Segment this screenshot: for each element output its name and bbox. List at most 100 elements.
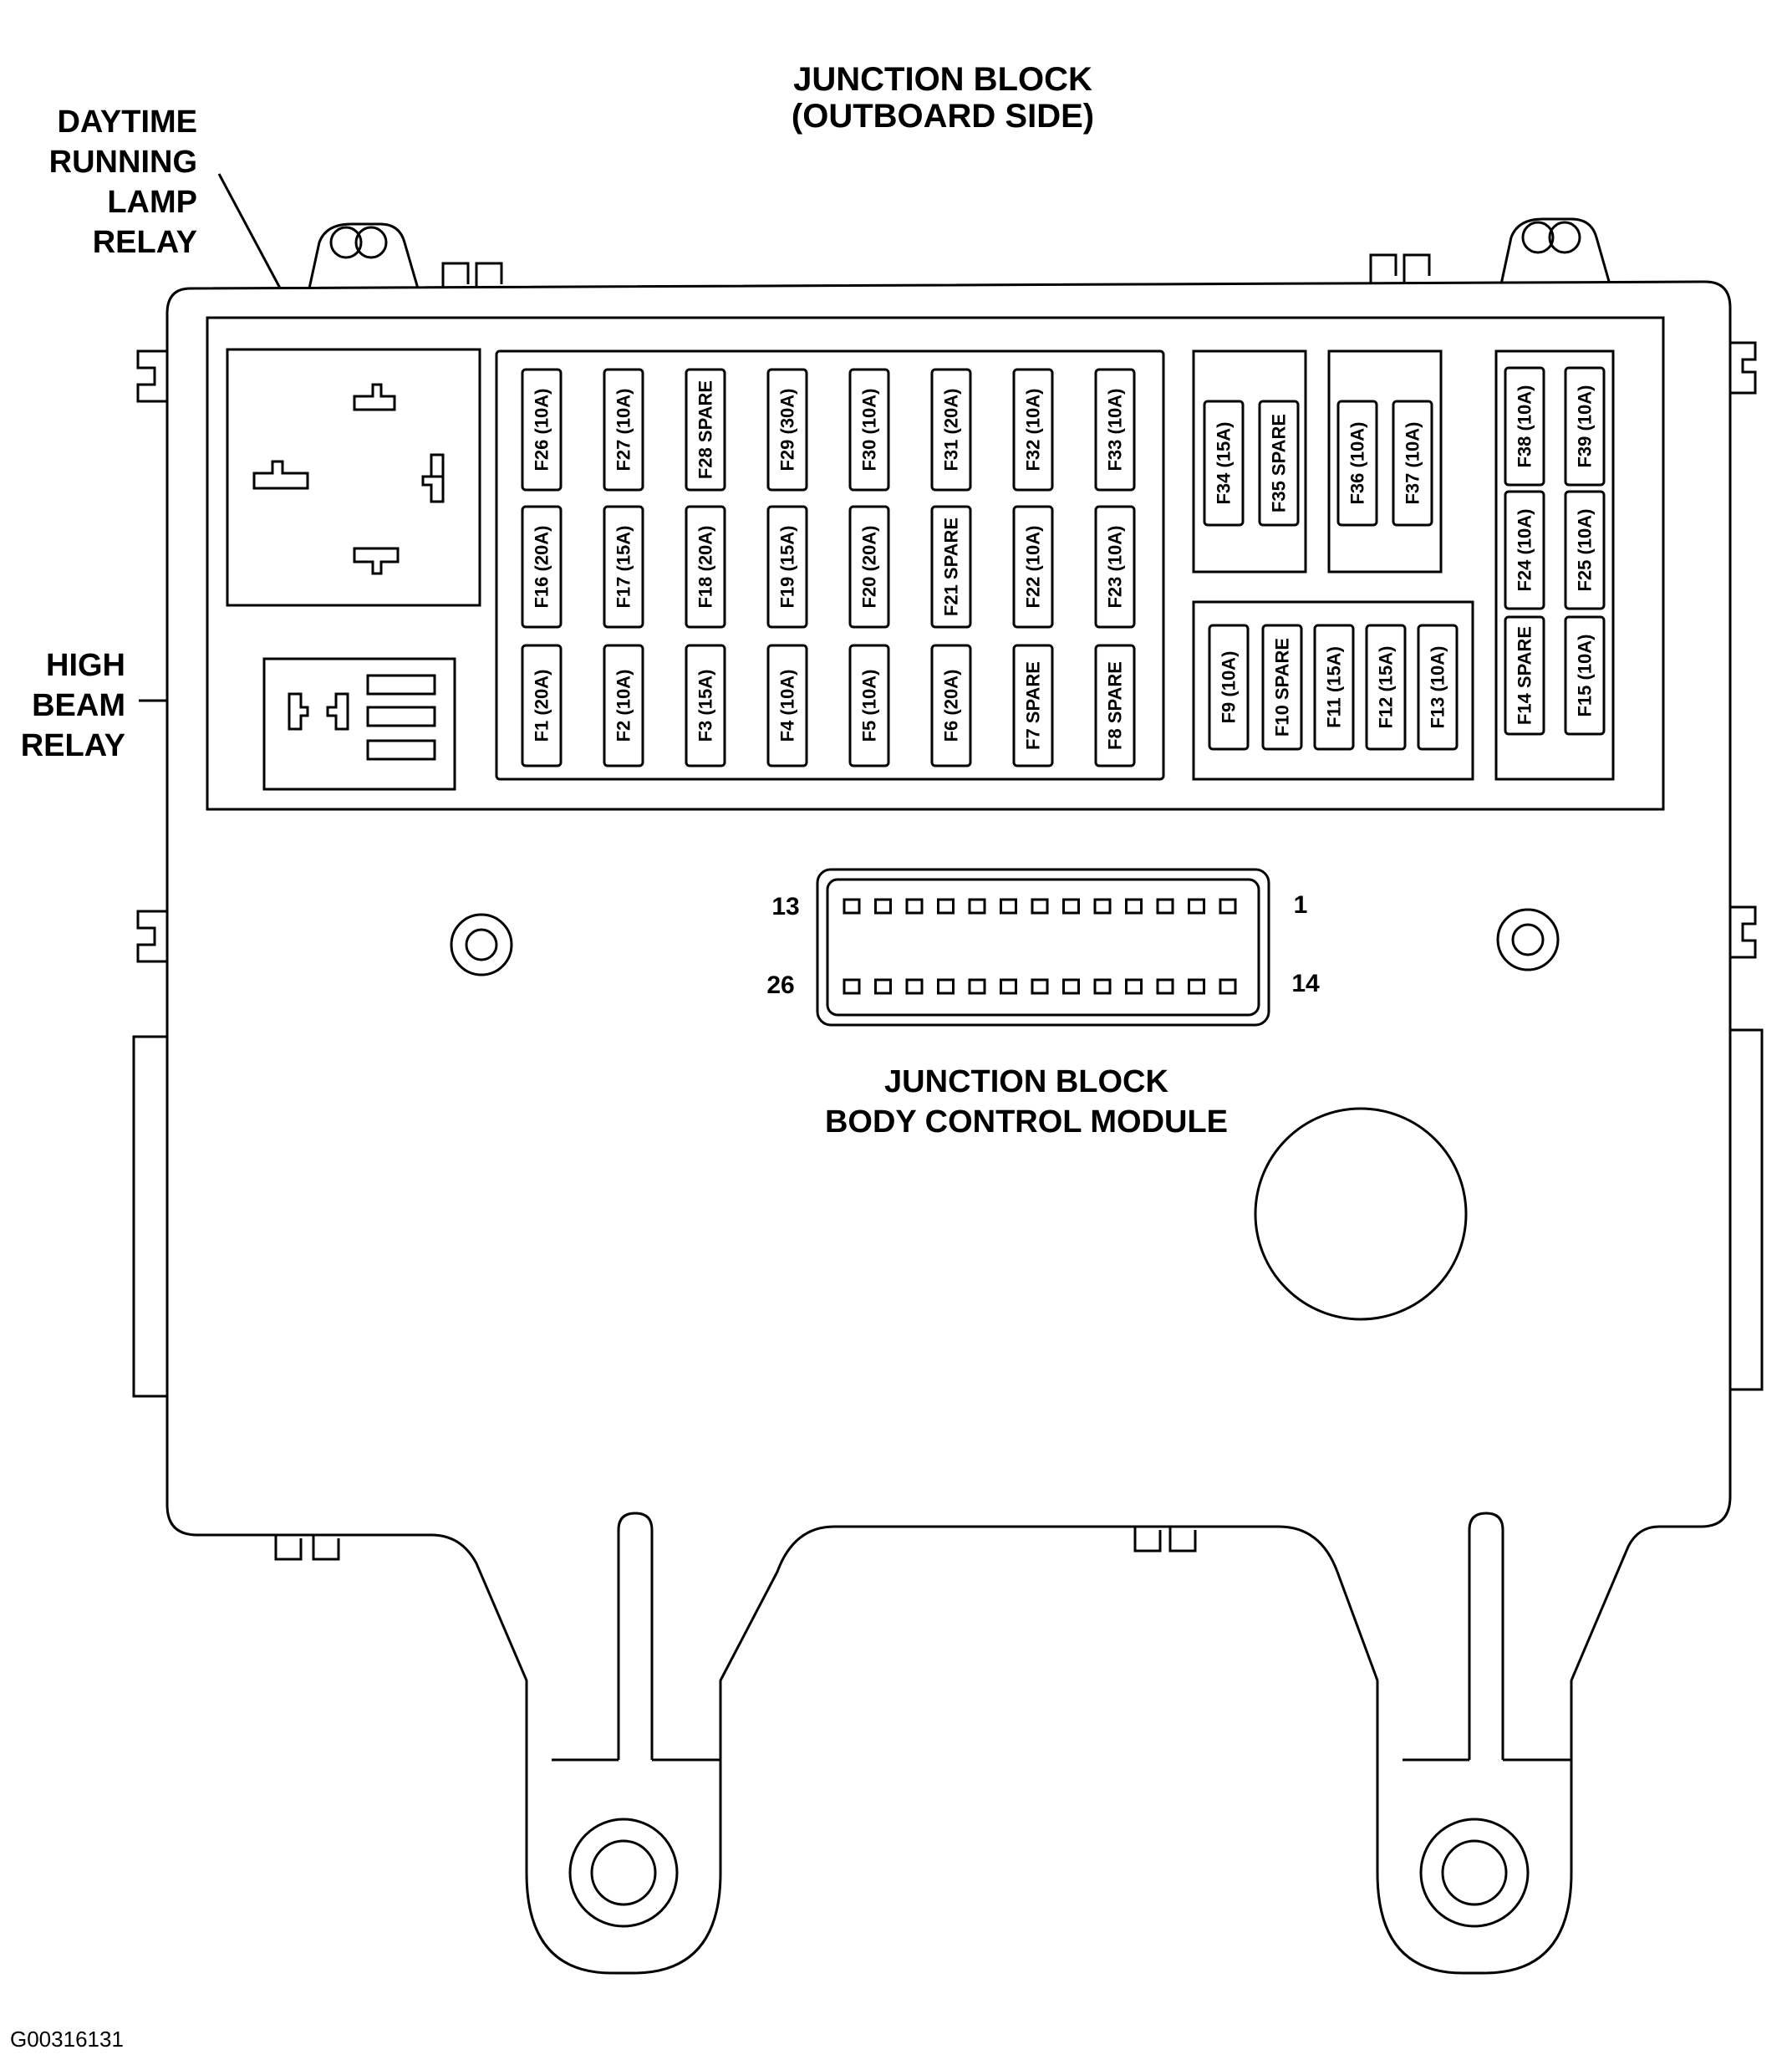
connector-pin (843, 978, 861, 995)
connector-pin (874, 898, 892, 915)
connector-pin (905, 978, 924, 995)
fuse-label: F34 (15A) (1214, 421, 1235, 504)
fuse-label: F6 (20A) (941, 670, 962, 742)
fuse-label: F15 (10A) (1575, 634, 1596, 716)
pin-label-14: 14 (1291, 970, 1320, 997)
fuse-f31: F31 (20A) (930, 368, 972, 492)
fuse-label: F38 (10A) (1515, 385, 1535, 467)
connector-pin (1125, 898, 1143, 915)
fuse-label: F5 (10A) (859, 670, 880, 742)
fuse-body (603, 505, 644, 629)
fuse-f19: F19 (15A) (766, 505, 808, 629)
fuse-f24: F24 (10A) (1504, 490, 1545, 610)
fuse-label: F36 (10A) (1347, 421, 1368, 504)
pin-label-13: 13 (771, 893, 799, 920)
fuse-f30: F30 (10A) (848, 368, 890, 492)
fuse-f17: F17 (15A) (603, 505, 644, 629)
fuse-label: F25 (10A) (1575, 508, 1596, 591)
fuse-body (1012, 644, 1054, 767)
connector-pin (968, 978, 986, 995)
fuse-f9: F9 (10A) (1208, 624, 1250, 751)
fuse-label: F1 (20A) (532, 670, 552, 742)
connector-pin (1031, 898, 1049, 915)
fuse-label: F29 (30A) (777, 388, 798, 471)
fuse-label: F27 (10A) (613, 388, 634, 471)
connector-pin (1093, 898, 1112, 915)
fuse-label: F33 (10A) (1105, 388, 1126, 471)
fuse-body (521, 644, 563, 767)
fuse-f16: F16 (20A) (521, 505, 563, 629)
fuse-label: F39 (10A) (1575, 385, 1596, 467)
fuse-body (1208, 624, 1250, 751)
fuse-f13: F13 (10A) (1417, 624, 1459, 751)
high-beam-relay-terminals (288, 674, 436, 761)
fuse-f23: F23 (10A) (1094, 505, 1136, 629)
fuse-f20: F20 (20A) (848, 505, 890, 629)
fuse-body (685, 505, 726, 629)
bcm-label-line1: JUNCTION BLOCK (884, 1064, 1168, 1099)
fuse-label: F23 (10A) (1105, 525, 1126, 608)
fuse-body (1504, 490, 1545, 610)
fuse-body (1258, 400, 1300, 527)
fuse-label: F28 SPARE (695, 380, 716, 479)
fuse-f7: F7 SPARE (1012, 644, 1054, 767)
fuse-body (848, 505, 890, 629)
fuse-label: F3 (15A) (695, 670, 716, 742)
fuse-body (1504, 615, 1545, 736)
fuse-body (766, 644, 808, 767)
connector-pin (843, 898, 861, 915)
connector-pin (905, 898, 924, 915)
fuse-body (603, 644, 644, 767)
drl-label-line4: RELAY (93, 225, 197, 260)
fuse-f22: F22 (10A) (1012, 505, 1054, 629)
connector-pin (1000, 898, 1017, 915)
fuse-body (1392, 400, 1433, 527)
connector-pin (1062, 898, 1080, 915)
fuse-label: F13 (10A) (1428, 645, 1448, 728)
fuse-f28: F28 SPARE (685, 368, 726, 492)
fuse-body (1564, 490, 1606, 610)
pin-label-26: 26 (766, 971, 794, 999)
fuse-body (1094, 505, 1136, 629)
fuse-body (1336, 400, 1378, 527)
fuse-f34: F34 (15A) (1203, 400, 1245, 527)
fuse-f38: F38 (10A) (1504, 366, 1545, 487)
fuse-label: F18 (20A) (695, 525, 716, 608)
fuse-f29: F29 (30A) (766, 368, 808, 492)
fuse-body (1313, 624, 1355, 751)
fuse-body (1564, 366, 1606, 487)
fuse-body (685, 368, 726, 492)
fuse-f15: F15 (10A) (1564, 615, 1606, 736)
connector-pin (1188, 978, 1205, 995)
fuse-f25: F25 (10A) (1564, 490, 1606, 610)
connector-pin (1188, 898, 1205, 915)
fuse-label: F7 SPARE (1023, 661, 1044, 750)
bcm-connector-pins (843, 898, 1237, 995)
drl-label-line3: LAMP (107, 185, 197, 220)
fuse-f27: F27 (10A) (603, 368, 644, 492)
fuse-f6: F6 (20A) (930, 644, 972, 767)
connector-pin (1219, 898, 1237, 915)
fuse-label: F10 SPARE (1272, 638, 1293, 737)
fuse-f1: F1 (20A) (521, 644, 563, 767)
fuse-body (848, 368, 890, 492)
fuse-f4: F4 (10A) (766, 644, 808, 767)
fuse-body (1012, 368, 1054, 492)
fuse-label: F12 (15A) (1376, 645, 1397, 728)
fuse-f2: F2 (10A) (603, 644, 644, 767)
fuse-f32: F32 (10A) (1012, 368, 1054, 492)
fuse-f18: F18 (20A) (685, 505, 726, 629)
bcm-label-line2: BODY CONTROL MODULE (825, 1104, 1228, 1140)
fuse-f3: F3 (15A) (685, 644, 726, 767)
hb-label-line2: BEAM (32, 688, 125, 723)
fuse-body (930, 505, 972, 629)
connector-pin (968, 898, 986, 915)
drl-label-line1: DAYTIME (57, 105, 197, 140)
fuse-label: F26 (10A) (532, 388, 552, 471)
connector-pin (1062, 978, 1080, 995)
connector-pin (937, 898, 955, 915)
fuse-body (848, 644, 890, 767)
fuse-label: F31 (20A) (941, 388, 962, 471)
fuse-body (1564, 615, 1606, 736)
